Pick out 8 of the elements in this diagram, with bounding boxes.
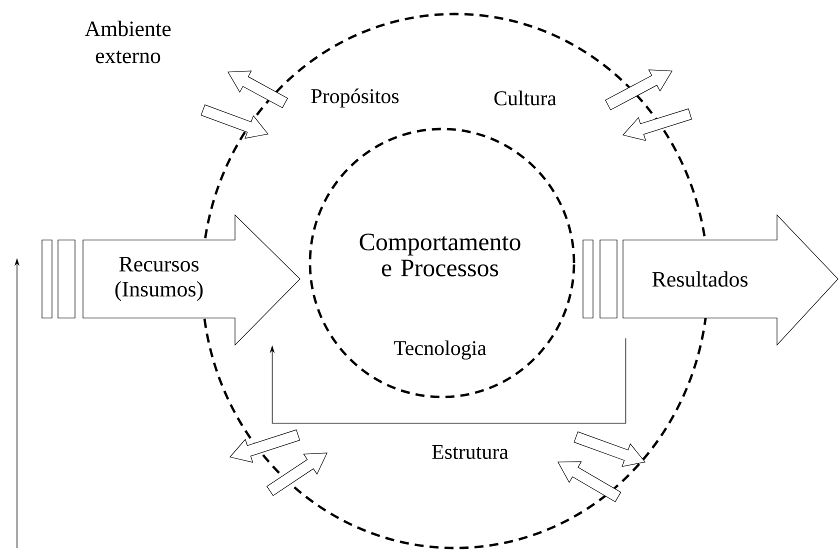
circle-label: Comportamento e Processos bbox=[360, 234, 520, 276]
feedback-arrow bbox=[270, 338, 626, 424]
node-label: Resultados bbox=[652, 271, 748, 287]
circle-label: Estrutura bbox=[432, 445, 508, 459]
environment-label: Ambiente externo bbox=[84, 20, 171, 64]
circle-label: Tecnologia bbox=[394, 340, 486, 360]
circle-label: Propósitos bbox=[311, 88, 399, 108]
circle-label: Cultura bbox=[494, 90, 556, 106]
